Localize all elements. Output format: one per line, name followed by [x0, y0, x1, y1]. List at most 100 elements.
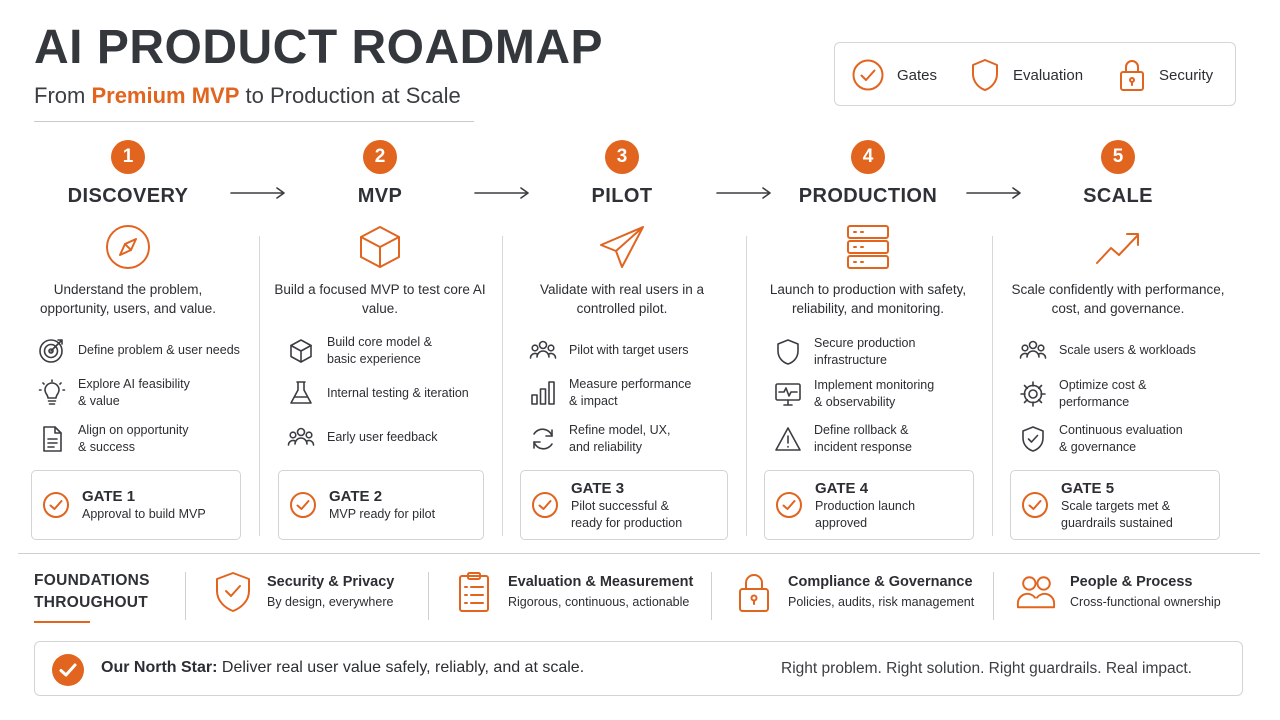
gate-description: ready for production: [571, 515, 683, 530]
task-label: and reliability: [569, 440, 642, 454]
gate-description: Production launch: [815, 498, 916, 513]
stage-discovery: 1 DISCOVERY Understand the problem, oppo…: [5, 140, 251, 318]
north-star-banner: Our North Star: Deliver real user value …: [34, 641, 1243, 696]
task-item: Continuous evaluation & governance: [1019, 422, 1183, 456]
foundation-title: Evaluation & Measurement: [508, 574, 694, 590]
task-label: incident response: [814, 440, 912, 454]
check-circle-icon: [776, 492, 802, 518]
task-item: Early user feedback: [287, 423, 437, 451]
foundations-title-line: THROUGHOUT: [34, 594, 149, 611]
north-star-label: Our North Star:: [101, 659, 218, 676]
task-label: & governance: [1059, 440, 1137, 454]
check-circle-icon: [43, 492, 69, 518]
shield-icon: [777, 339, 799, 365]
gate-description: guardrails sustained: [1061, 515, 1173, 530]
task-label: Secure production: [814, 336, 916, 350]
stage-name: MVP: [357, 185, 403, 207]
stage-name: SCALE: [1083, 185, 1153, 207]
task-item: Secure production infrastructure: [774, 335, 915, 369]
task-label: Optimize cost &: [1059, 378, 1147, 392]
foundations-accent-rule: [34, 621, 90, 623]
page-title: AI PRODUCT ROADMAP: [34, 21, 603, 74]
stage-name: PILOT: [591, 185, 653, 207]
task-label: Build core model &: [327, 335, 432, 349]
stage-name: DISCOVERY: [67, 185, 189, 207]
cube-icon: [290, 339, 312, 363]
gate-title: GATE 3: [571, 479, 625, 497]
task-label: Explore AI feasibility: [78, 377, 190, 391]
task-label: Define problem & user needs: [78, 342, 240, 357]
stage-description: Validate with real users in a controlled…: [539, 282, 705, 316]
foundation-title: People & Process: [1070, 574, 1193, 590]
foundation-description: Cross-functional ownership: [1070, 595, 1221, 609]
stage-number: 3: [605, 140, 639, 174]
gate-description: Pilot successful &: [571, 498, 669, 513]
task-label: Refine model, UX,: [569, 423, 671, 437]
task-item: Implement monitoring& observability: [774, 377, 934, 411]
legend-label: Security: [1159, 66, 1214, 84]
task-label: Continuous evaluation: [1059, 423, 1183, 437]
task-item: Scale users & workloads: [1019, 336, 1196, 364]
column-divider: [746, 236, 747, 536]
stage-description: Scale confidently with performance, cost…: [1011, 282, 1225, 316]
foundation-separator: [185, 572, 186, 620]
legend-item-evaluation: Evaluation: [969, 43, 1083, 107]
stage-description: Understand the problem, opportunity, use…: [39, 282, 217, 316]
task-item: Align on opportunity& success: [38, 422, 189, 456]
foundation-separator: [711, 572, 712, 620]
lock-icon: [1120, 60, 1144, 91]
gate-description: Scale targets met &: [1061, 498, 1171, 513]
task-item: Build core model &basic experience: [287, 334, 432, 368]
refresh-icon: [533, 428, 553, 450]
gate-title: GATE 2: [329, 488, 383, 505]
people-icon: [1016, 576, 1056, 609]
target-icon: [39, 339, 63, 363]
gate-title: GATE 1: [82, 488, 136, 505]
arrow-right-icon: [966, 187, 1021, 199]
shield-check-icon: [1022, 426, 1044, 452]
task-label: Implement monitoring: [814, 378, 935, 392]
lock-icon: [739, 574, 769, 612]
foundation-description: Policies, audits, risk management: [788, 595, 975, 609]
users-icon: [287, 427, 315, 446]
gate-title: GATE 5: [1061, 479, 1115, 497]
foundations-title: FOUNDATIONS THROUGHOUT: [34, 570, 150, 614]
stage-mvp: 2 MVP Build a focused MVP to test core A…: [257, 140, 503, 318]
legend-label: Gates: [897, 66, 938, 84]
stage-name: PRODUCTION: [798, 185, 938, 207]
task-label: Align on opportunity: [78, 423, 189, 437]
trend-up-icon: [1096, 233, 1139, 264]
foundations-title-line: FOUNDATIONS: [34, 572, 150, 589]
task-label: infrastructure: [814, 353, 887, 367]
task-item: Explore AI feasibility& value: [38, 376, 190, 410]
task-item: Optimize cost &performance: [1019, 377, 1147, 411]
task-label: Early user feedback: [327, 429, 438, 444]
check-circle-icon: [852, 59, 884, 91]
column-divider: [259, 236, 260, 536]
shield-check-icon: [216, 572, 250, 612]
compass-icon: [106, 225, 150, 269]
stage-number: 4: [851, 140, 885, 174]
task-label: Define rollback &: [814, 423, 909, 437]
gate-description: Approval to build MVP: [82, 507, 206, 521]
north-star-text: Deliver real user value safely, reliably…: [217, 659, 585, 676]
gate-card-1: GATE 1 Approval to build MVP: [31, 470, 241, 540]
north-star-statement: Our North Star: Deliver real user value …: [101, 659, 584, 677]
shield-icon: [972, 59, 998, 91]
legend-item-security: Security: [1117, 43, 1213, 107]
title-divider: [34, 121, 474, 122]
stage-production: 4 PRODUCTION Launch to production with s…: [745, 140, 991, 318]
task-item: Define rollback & incident response: [774, 422, 912, 456]
page-subtitle: From Premium MVP to Production at Scale: [34, 82, 461, 110]
lightbulb-icon: [38, 379, 66, 405]
stage-number: 2: [363, 140, 397, 174]
task-item: Define problem & user needs: [38, 336, 240, 364]
server-icon: [847, 225, 889, 269]
clipboard-icon: [459, 572, 489, 612]
subtitle-prefix: From: [34, 83, 92, 108]
